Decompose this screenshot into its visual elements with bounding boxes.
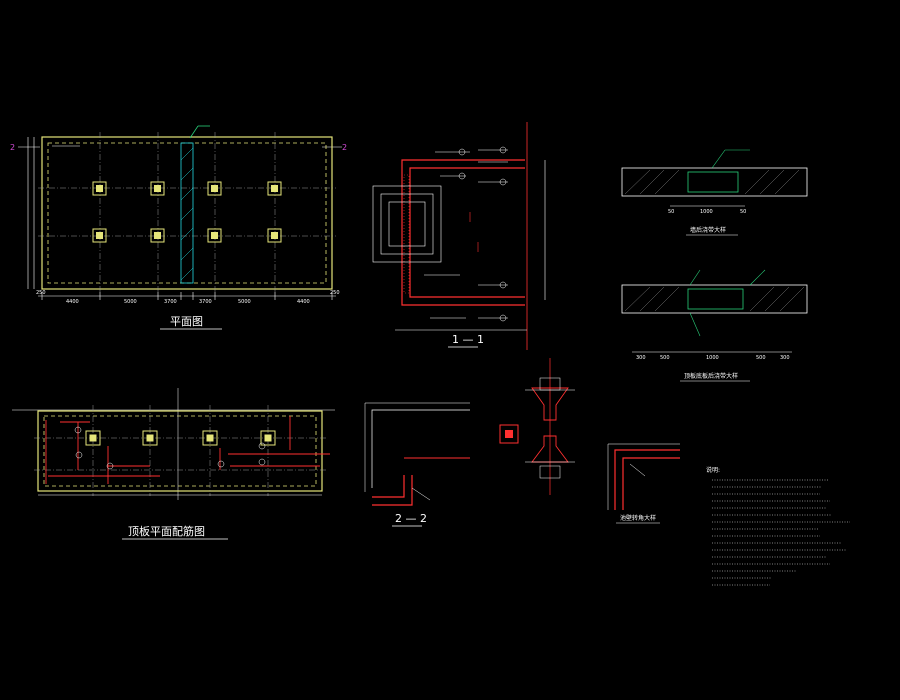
corner-detail-title: 池壁转角大样 <box>620 514 656 522</box>
section-2-2: 2 — 2 <box>364 402 470 527</box>
column-detail <box>499 358 575 495</box>
notes-title: 说明: <box>706 466 720 474</box>
plan-dim-5: 5000 <box>238 299 251 305</box>
plan-dim-0: 250 <box>36 290 46 296</box>
floor-dim-3: 500 <box>756 355 766 361</box>
top-slab-outline <box>37 410 323 492</box>
plan-view: 2 2 <box>10 125 347 330</box>
plan-axis-left-label: 2 <box>10 143 15 152</box>
floor-detail: 300 500 1000 500 300 顶板底板后浇带大样 <box>621 269 808 382</box>
notes-block: 说明: <box>706 466 850 586</box>
floor-dim-4: 300 <box>780 355 790 361</box>
wall-detail-title: 墙后浇带大样 <box>690 226 726 234</box>
corner-detail: 池壁转角大样 <box>607 443 680 524</box>
plan-dim-1: 4400 <box>66 299 79 305</box>
plan-dim-2: 5000 <box>124 299 137 305</box>
plan-outline <box>41 136 333 290</box>
plan-title: 平面图 <box>170 315 203 328</box>
plan-inner-outline <box>47 142 327 284</box>
wall-detail: 50 1000 50 墙后浇带大样 <box>621 149 808 236</box>
section-2-2-title: 2 — 2 <box>395 512 427 525</box>
wall-dim-1: 1000 <box>700 209 713 215</box>
floor-dim-1: 500 <box>660 355 670 361</box>
section-1-1-title: 1 — 1 <box>452 333 484 346</box>
plan-dim-3: 3700 <box>164 299 177 305</box>
plan-post-cast-strip <box>180 142 194 284</box>
plan-dim-7: 250 <box>330 290 340 296</box>
plan-columns <box>92 181 282 243</box>
top-slab-title: 顶板平面配筋图 <box>128 524 205 538</box>
floor-detail-title: 顶板底板后浇带大样 <box>684 372 738 380</box>
plan-dim-4: 3700 <box>199 299 212 305</box>
section-1-1: 1 — 1 <box>372 122 546 350</box>
top-slab-plan: 顶板平面配筋图 <box>12 388 335 540</box>
floor-dim-0: 300 <box>636 355 646 361</box>
wall-dim-2: 50 <box>740 209 746 215</box>
plan-dim-6: 4400 <box>297 299 310 305</box>
wall-dim-0: 50 <box>668 209 674 215</box>
plan-axis-right-label: 2 <box>342 143 347 152</box>
floor-dim-2: 1000 <box>706 355 719 361</box>
